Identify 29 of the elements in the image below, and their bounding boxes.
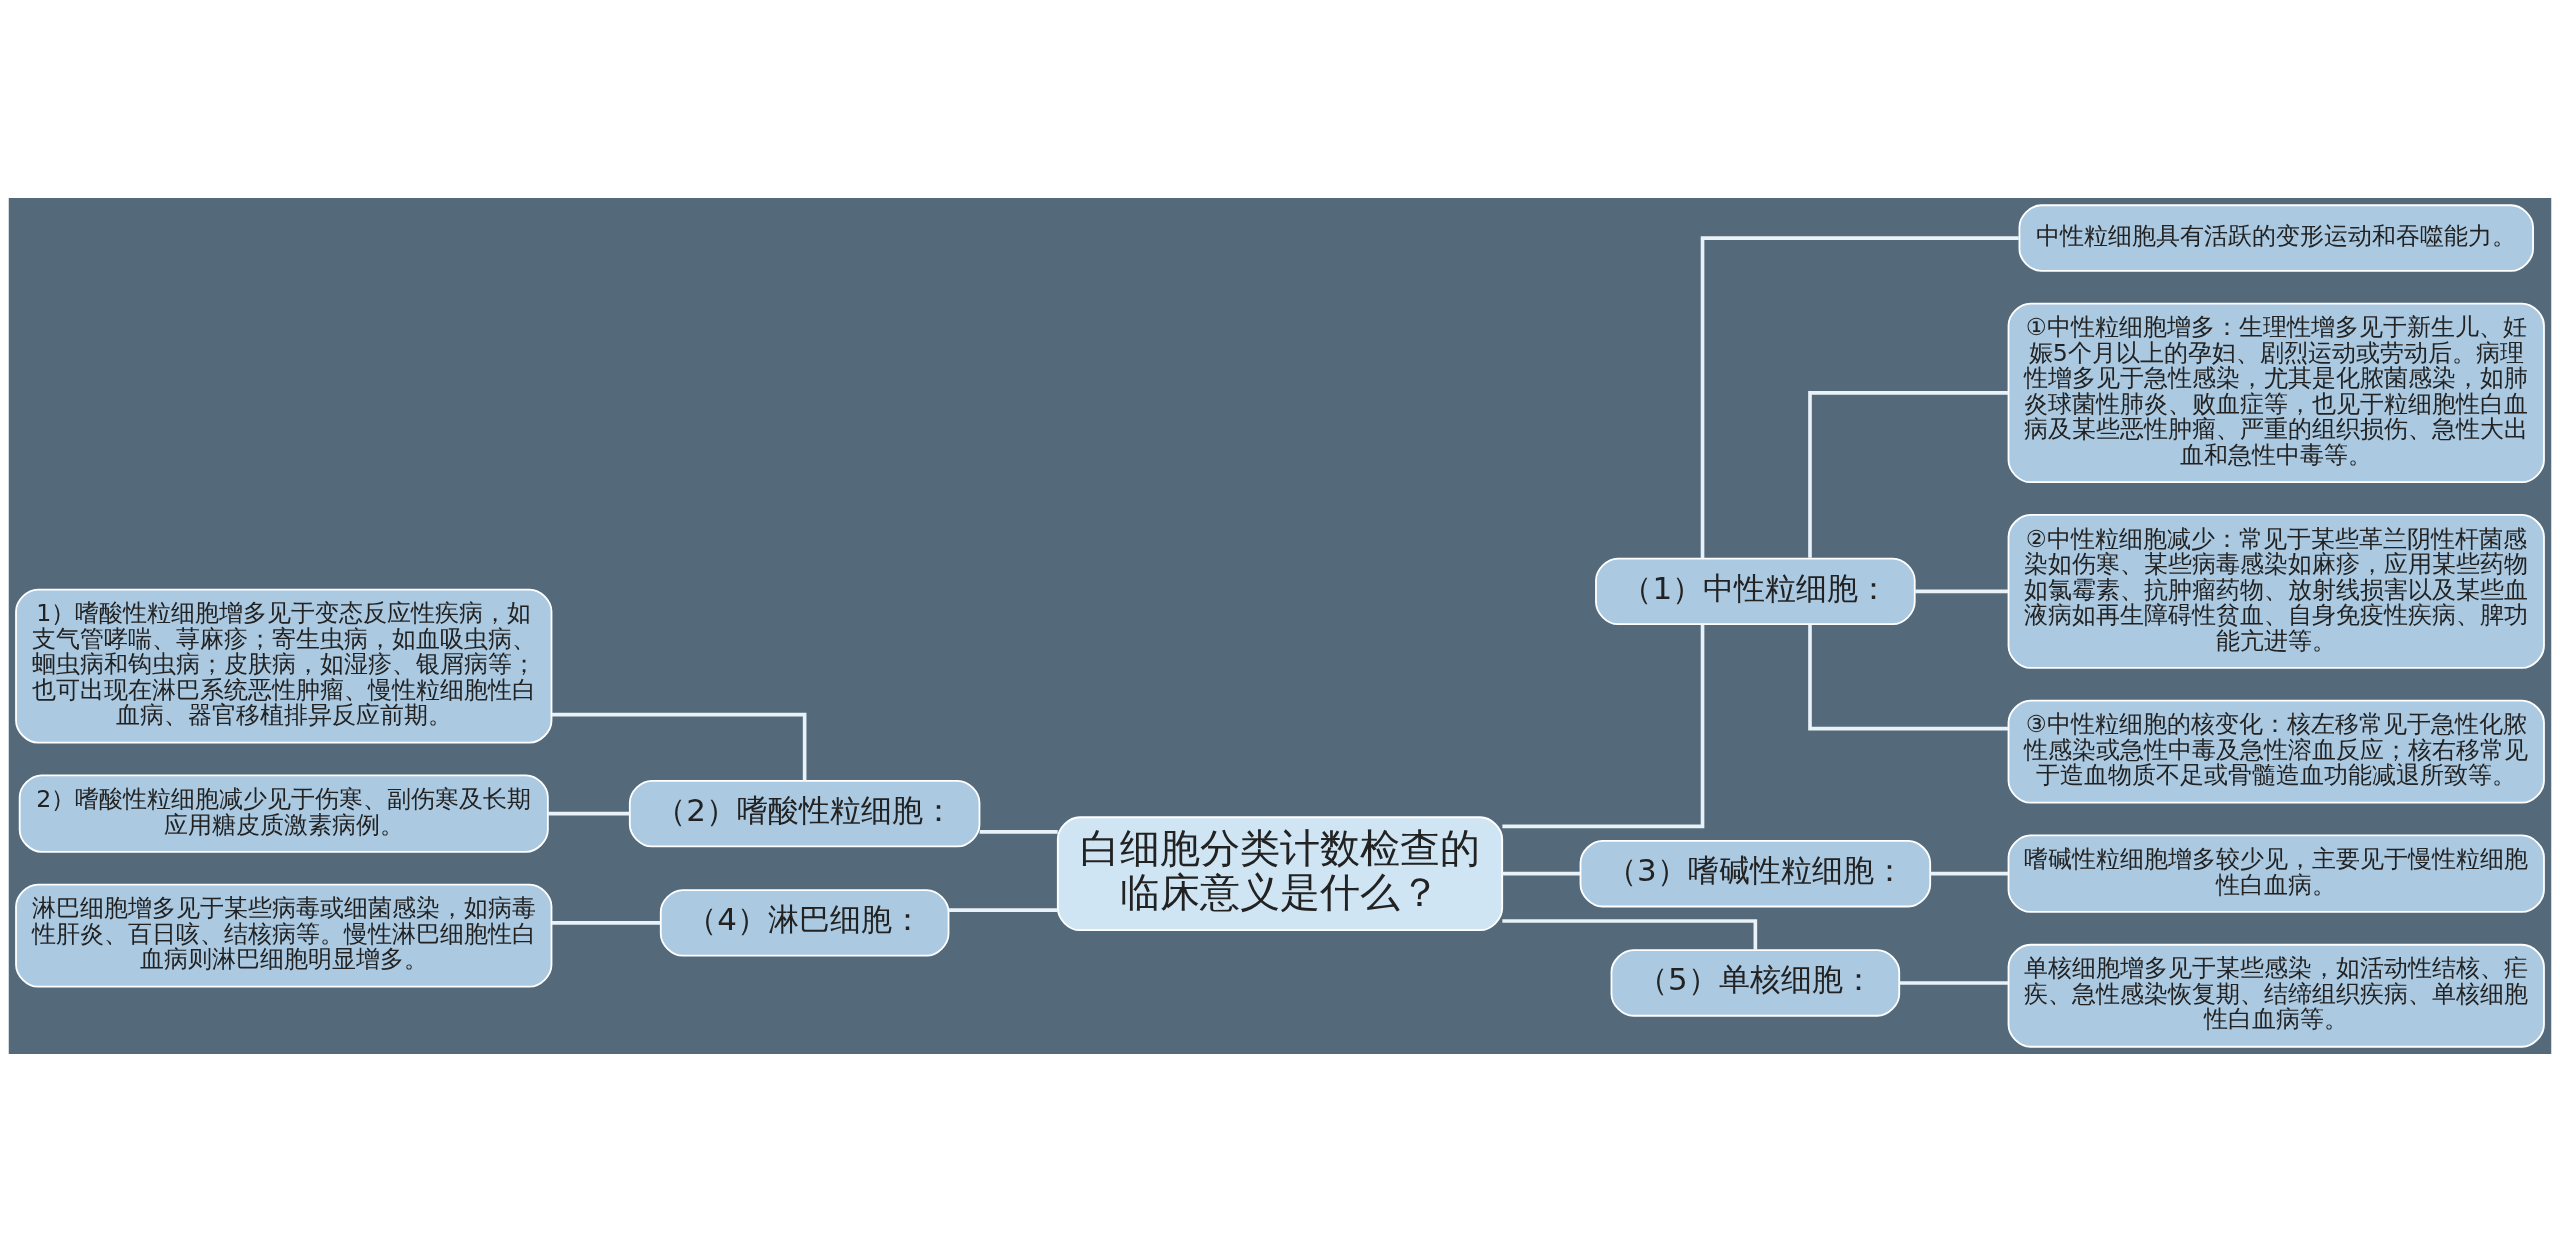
node-box: （4）淋巴细胞： xyxy=(659,889,950,957)
node-box: ②中性粒细胞减少：常见于某些革兰阴性杆菌感染如伤寒、某些病毒感染如麻疹，应用某些药物如氯霉素、抗肿瘤药物、放射线损害以及某些血液病如再生障碍性贫血、自身免疫性疾病、脾功能亢进等。 xyxy=(2007,514,2545,669)
connector xyxy=(1915,589,2009,594)
connector xyxy=(551,921,661,925)
node-box: ③中性粒细胞的核变化：核左移常见于急性化脓性感染或急性中毒及急性溶血反应；核右移常见于造血物质不足或骨髓造血功能减退所致等。 xyxy=(2007,699,2545,804)
node-box: 嗜碱性粒细胞增多较少见，主要见于慢性粒细胞性白血病。 xyxy=(2007,834,2545,913)
node-box: （1）中性粒细胞： xyxy=(1595,557,1916,626)
node-box: （3）嗜碱性粒细胞： xyxy=(1579,840,1932,908)
connector xyxy=(1808,624,2009,731)
node-box: 2）嗜酸性粒细胞减少见于伤寒、副伤寒及长期应用糖皮质激素病例。 xyxy=(18,774,549,853)
node-box: 1）嗜酸性粒细胞增多见于变态反应性疾病，如支气管哮喘、荨麻疹；寄生虫病，如血吸虫病、蛔虫病和钩虫病；皮肤病，如湿疹、银屑病等；也可出现在淋巴系统恶性肿瘤、慢性粒细胞性白血病、器官移植排异反应前期。 xyxy=(15,588,553,744)
connector xyxy=(1700,236,2019,559)
node-box: ①中性粒细胞增多：生理性增多见于新生儿、妊娠5个月以上的孕妇、剧烈运动或劳动后。病理性增多见于急性感染，尤其是化脓菌感染，如肺炎球菌性肺炎、败血症等，也见于粒细胞性白血病及某些恶性肿瘤、严重的组织损伤、急性大出血和急性中毒等。 xyxy=(2007,302,2545,484)
connector xyxy=(1502,919,1758,950)
connector xyxy=(1930,871,2009,876)
connector xyxy=(1502,871,1581,876)
node-box: 淋巴细胞增多见于某些病毒或细菌感染，如病毒性肝炎、百日咳、结核病等。慢性淋巴细胞性白血病则淋巴细胞明显增多。 xyxy=(15,883,553,988)
connector xyxy=(548,811,630,816)
node-box: 中性粒细胞具有活跃的变形运动和吞噬能力。 xyxy=(2018,204,2534,272)
connector xyxy=(1502,624,1705,829)
connector xyxy=(948,908,1058,912)
connector xyxy=(1808,391,2009,558)
connector xyxy=(551,712,807,781)
node-box: 单核细胞增多见于某些感染，如活动性结核、疟疾、急性感染恢复期、结缔组织疾病、单核细胞性白血病等。 xyxy=(2007,943,2545,1048)
node-box: 白细胞分类计数检查的临床意义是什么？ xyxy=(1056,816,1504,932)
node-box: （5）单核细胞： xyxy=(1610,949,1901,1017)
node-box: （2）嗜酸性粒细胞： xyxy=(628,779,981,848)
connector xyxy=(979,829,1058,834)
connector xyxy=(1899,981,2009,985)
